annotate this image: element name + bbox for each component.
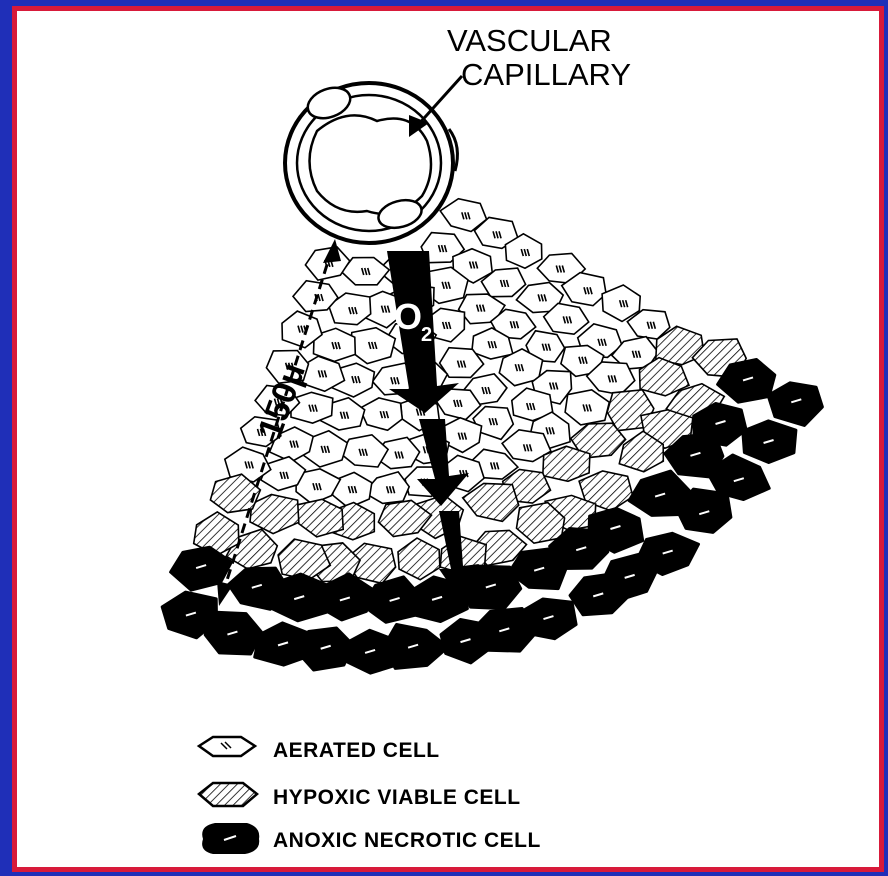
necrotic-cell (768, 383, 822, 426)
aerated-cell (341, 435, 388, 467)
hypoxic-cell-icon (199, 783, 257, 806)
legend-label-aerated: AERATED CELL (273, 739, 440, 762)
oxygen-subscript: 2 (421, 324, 432, 346)
oxygen-symbol: O (394, 296, 422, 337)
legend-label-hypoxic: HYPOXIC VIABLE CELL (273, 786, 521, 809)
legend: AERATED CELL HYPOXIC VIABLE CELL ANOXIC … (199, 737, 541, 854)
aerated-cell-icon (199, 737, 255, 756)
vascular-capillary (285, 82, 457, 243)
necrotic-cell-icon (202, 823, 259, 854)
aerated-cell (305, 247, 349, 280)
tumor-oxygen-diffusion-diagram: VASCULAR CAPILLARY O 2 150μ AERATED CELL (17, 11, 879, 867)
legend-label-necrotic: ANOXIC NECROTIC CELL (273, 829, 541, 852)
hypoxic-cell (250, 495, 299, 534)
capillary-label-line2: CAPILLARY (461, 57, 631, 92)
slide-canvas: VASCULAR CAPILLARY O 2 150μ AERATED CELL (17, 11, 879, 867)
capillary-label-line1: VASCULAR (447, 23, 612, 58)
hypoxic-cell (398, 538, 440, 580)
hypoxic-cell (297, 499, 343, 537)
